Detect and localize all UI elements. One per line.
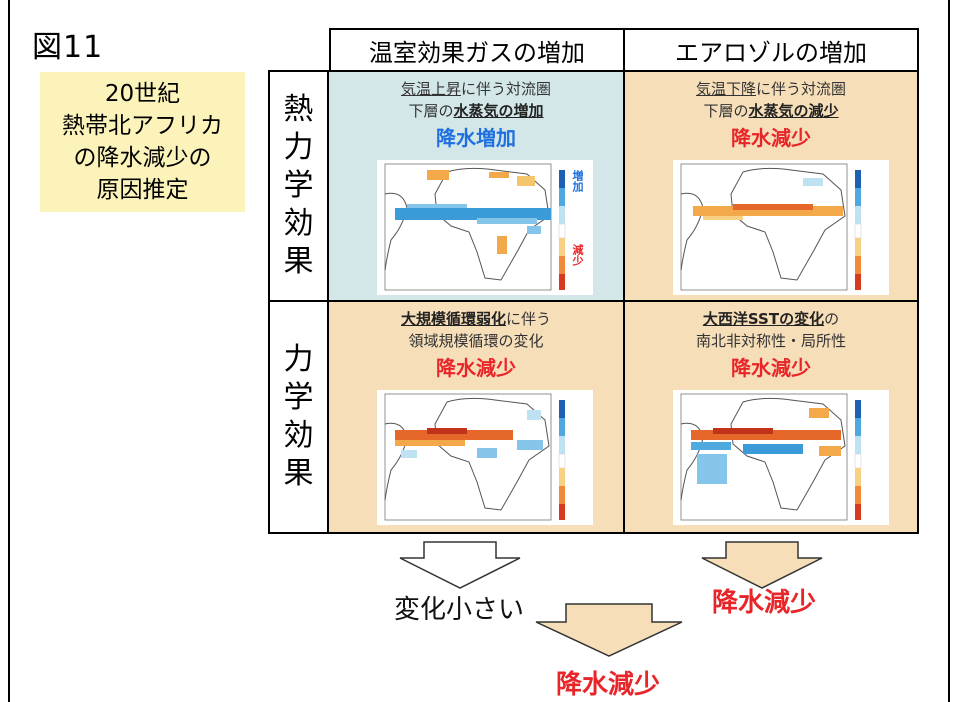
- row-char: 効: [283, 418, 314, 453]
- precip-map: [673, 160, 889, 295]
- cell-caption: 大西洋SSTの変化の: [702, 310, 840, 328]
- column-header-aerosol: エアロゾルの増加: [623, 28, 919, 72]
- outcome-total: 降水減少: [556, 670, 661, 700]
- effect-matrix: 温室効果ガスの増加 エアロゾルの増加 熱 力 学 効 果 力 学 効 果 気温上…: [268, 28, 919, 534]
- row-char: 学: [283, 380, 314, 415]
- column-header-ghg: 温室効果ガスの増加: [329, 28, 625, 72]
- summary-line: 20世紀: [104, 81, 181, 107]
- down-arrow-aerosol: [701, 541, 823, 589]
- summary-line: 熱帯北アフリカ: [62, 113, 223, 139]
- effect-label: 降水減少: [731, 356, 811, 380]
- summary-box: 20世紀 熱帯北アフリカ の降水減少の 原因推定: [40, 72, 245, 212]
- effect-label: 降水減少: [731, 126, 811, 150]
- precip-map: [377, 390, 593, 525]
- summary-line: 原因推定: [96, 177, 189, 203]
- cell-caption: 下層の水蒸気の減少: [703, 102, 839, 120]
- outcome-aerosol: 降水減少: [712, 588, 817, 618]
- down-arrow-total: [535, 603, 683, 657]
- cell-caption: 気温上昇に伴う対流圏: [400, 80, 552, 98]
- cell-thermo-ghg: 気温上昇に伴う対流圏 下層の水蒸気の増加 降水増加: [327, 70, 625, 302]
- precip-map: [673, 390, 889, 525]
- row-header-dynamic: 力 学 効 果: [268, 300, 329, 534]
- row-char: 力: [283, 342, 314, 377]
- down-arrow-ghg: [399, 541, 521, 589]
- colorbar-label-increase: 増加: [571, 170, 584, 192]
- cell-caption: 気温下降に伴う対流圏: [695, 80, 847, 98]
- figure-label: 図11: [32, 30, 104, 65]
- row-char: 学: [283, 168, 314, 203]
- cell-dynamic-ghg: 大規模循環弱化に伴う 領域規模循環の変化 降水減少: [327, 300, 625, 534]
- row-char: 果: [283, 456, 314, 491]
- row-char: 熱: [283, 92, 314, 127]
- row-char: 果: [283, 244, 314, 279]
- effect-label: 降水増加: [436, 126, 516, 150]
- cell-caption: 南北非対称性・局所性: [695, 332, 846, 350]
- precip-map: [377, 160, 593, 295]
- cell-dynamic-aerosol: 大西洋SSTの変化の 南北非対称性・局所性 降水減少: [623, 300, 919, 534]
- row-char: 力: [283, 130, 314, 165]
- row-header-thermodynamic: 熱 力 学 効 果: [268, 70, 329, 302]
- cell-thermo-aerosol: 気温下降に伴う対流圏 下層の水蒸気の減少 降水減少: [623, 70, 919, 302]
- outcome-ghg: 変化小さい: [394, 595, 525, 625]
- cell-caption: 大規模循環弱化に伴う: [400, 310, 552, 328]
- cell-caption: 領域規模循環の変化: [408, 332, 544, 350]
- cell-caption: 下層の水蒸気の増加: [408, 102, 544, 120]
- figure-frame: [8, 0, 950, 702]
- summary-line: の降水減少の: [73, 145, 212, 171]
- colorbar-label-decrease: 減少: [571, 244, 584, 266]
- effect-label: 降水減少: [436, 356, 516, 380]
- row-char: 効: [283, 206, 314, 241]
